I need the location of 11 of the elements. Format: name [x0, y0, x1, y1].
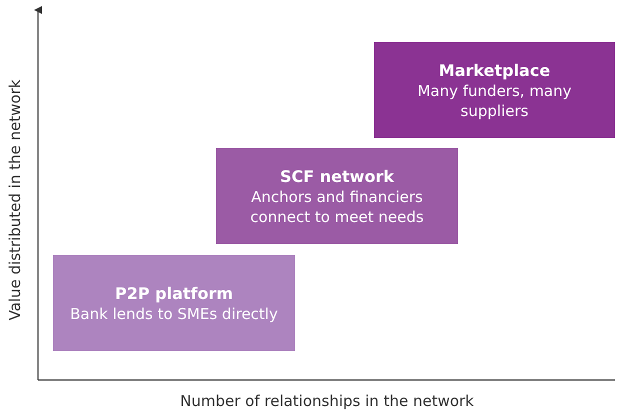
box-heading: P2P platform	[114, 282, 234, 304]
stage-box	[374, 42, 615, 138]
box-text: Bank lends to SMEs directly	[70, 304, 278, 324]
box-heading: Marketplace	[438, 60, 550, 80]
box-heading: SCF network	[280, 166, 394, 186]
box-text: Many funders, many suppliers	[416, 80, 573, 120]
y-axis-label: Value distributed in the network	[6, 80, 24, 320]
stage-box	[216, 148, 458, 244]
box-text: Anchors and financiers connect to meet needs	[249, 186, 425, 226]
x-axis-label: Number of relationships in the network	[180, 392, 474, 410]
stage-box	[53, 255, 295, 351]
